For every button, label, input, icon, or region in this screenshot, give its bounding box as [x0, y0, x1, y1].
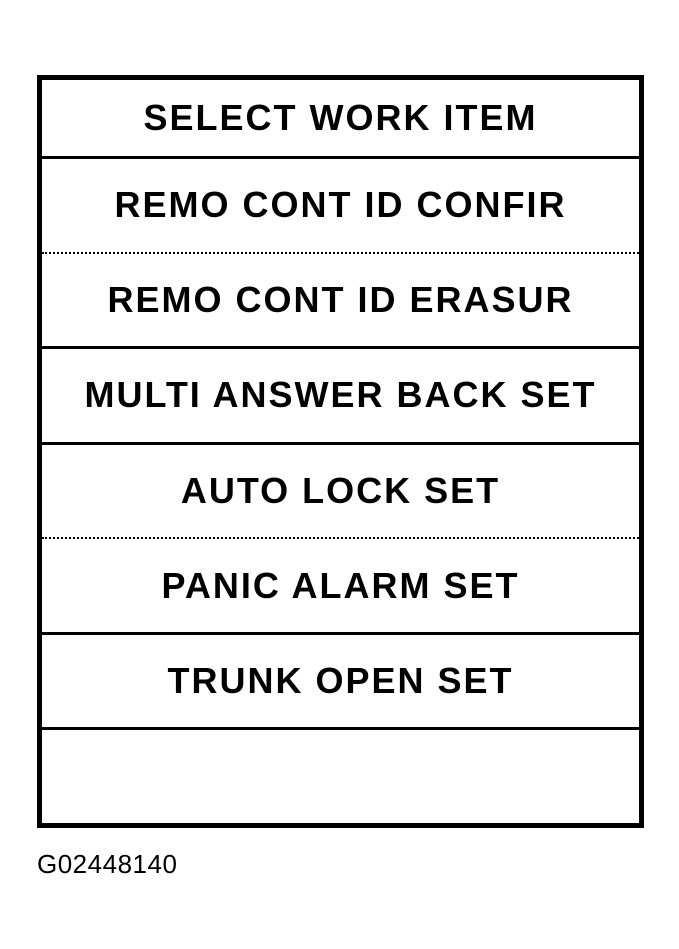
work-item-menu: SELECT WORK ITEM REMO CONT ID CONFIR REM… — [37, 75, 644, 828]
menu-item-auto-lock-set[interactable]: AUTO LOCK SET — [42, 441, 639, 538]
menu-title: SELECT WORK ITEM — [143, 97, 538, 138]
figure-caption: G02448140 — [37, 849, 178, 879]
menu-item-label: PANIC ALARM SET — [161, 564, 520, 606]
menu-title-row: SELECT WORK ITEM — [42, 80, 639, 156]
menu-item-label: REMO CONT ID CONFIR — [114, 184, 567, 226]
menu-item-label: REMO CONT ID ERASUR — [107, 278, 574, 320]
menu-item-remo-cont-id-confir[interactable]: REMO CONT ID CONFIR — [42, 156, 639, 252]
menu-item-panic-alarm-set[interactable]: PANIC ALARM SET — [42, 537, 639, 632]
menu-item-label: TRUNK OPEN SET — [167, 660, 514, 702]
menu-item-trunk-open-set[interactable]: TRUNK OPEN SET — [42, 631, 639, 728]
menu-item-multi-answer-back-set[interactable]: MULTI ANSWER BACK SET — [42, 346, 639, 442]
menu-item-remo-cont-id-erasur[interactable]: REMO CONT ID ERASUR — [42, 251, 639, 347]
menu-item-empty-row — [42, 727, 639, 823]
menu-item-label: MULTI ANSWER BACK SET — [84, 374, 597, 416]
menu-item-label: AUTO LOCK SET — [180, 470, 501, 512]
